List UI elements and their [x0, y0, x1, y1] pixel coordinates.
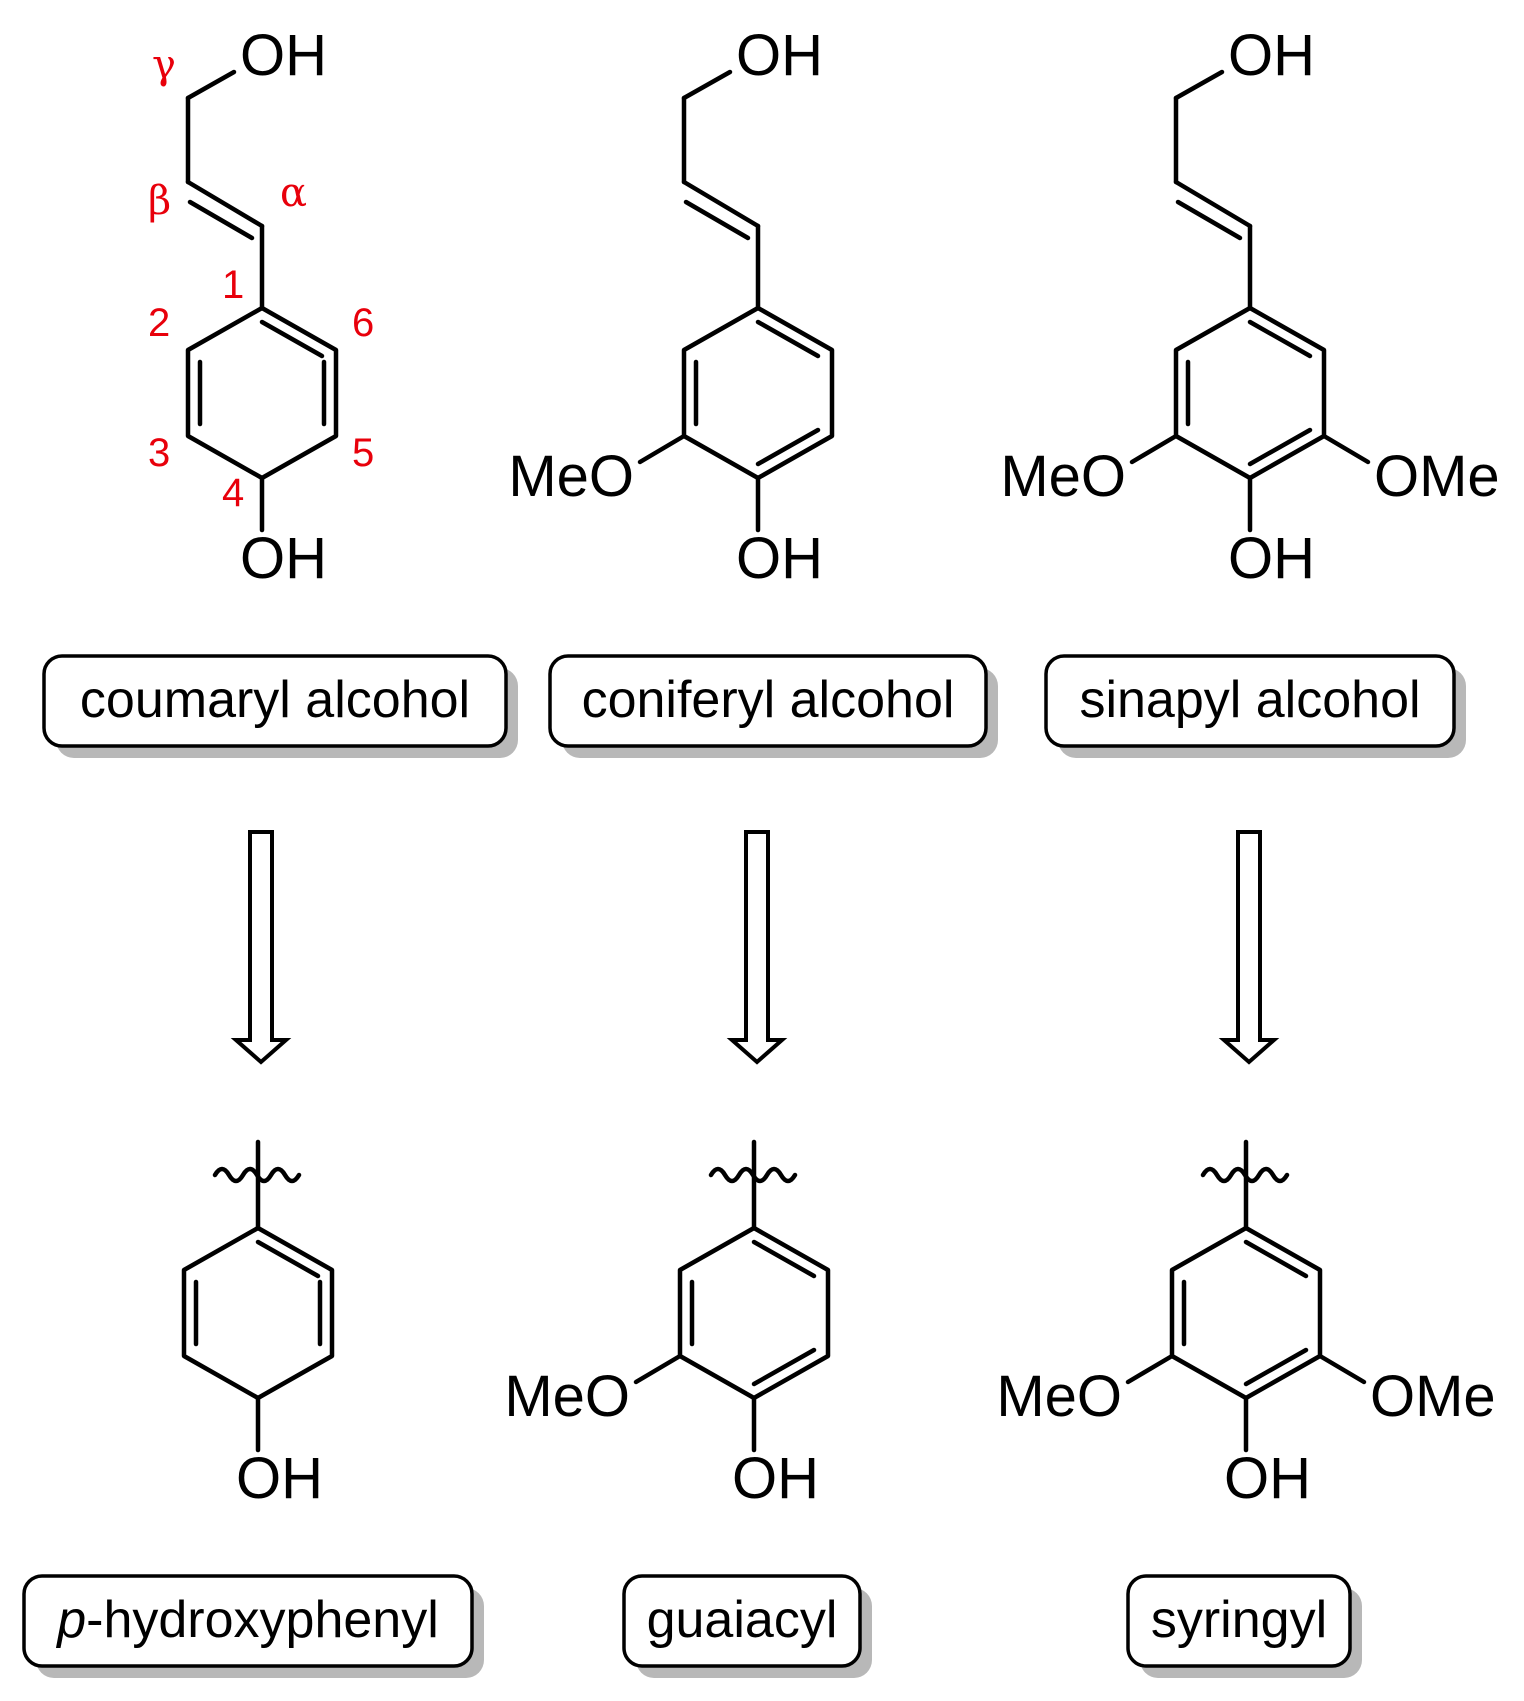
methoxy-label: MeO	[504, 1364, 630, 1429]
gamma-hydroxyl-label: OH	[1228, 23, 1315, 88]
gamma-hydroxyl-label: OH	[736, 23, 823, 88]
para-hydroxyl-label: OH	[236, 1446, 323, 1511]
conversion-arrow-2	[726, 830, 788, 1065]
c1-locant: 1	[222, 263, 244, 307]
guaiacyl-name: guaiacyl	[647, 1591, 838, 1649]
carbon-numbering: γ β α 1 2 3 4 5 6	[148, 42, 374, 515]
syringyl-structure: OH MeO OMe	[996, 1139, 1496, 1511]
methoxy-label: MeO	[508, 444, 634, 509]
gamma-hydroxyl-label: OH	[240, 23, 327, 88]
methoxy-label-right: OMe	[1370, 1364, 1496, 1429]
guaiacyl-structure: OH MeO	[504, 1139, 831, 1511]
methoxy-label-left: MeO	[996, 1364, 1122, 1429]
c5-locant: 5	[352, 431, 374, 475]
syringyl-name: syringyl	[1151, 1591, 1327, 1649]
p-hydroxyphenyl-structure: OH	[181, 1139, 335, 1511]
coniferyl-alcohol-name: coniferyl alcohol	[582, 671, 955, 729]
sinapyl-alcohol-name: sinapyl alcohol	[1079, 671, 1420, 729]
para-hydroxyl-label: OH	[732, 1446, 819, 1511]
para-hydroxyl-label: OH	[1224, 1446, 1311, 1511]
para-hydroxyl-label: OH	[1228, 526, 1315, 591]
conversion-arrow-3	[1218, 830, 1280, 1065]
coumaryl-alcohol-name: coumaryl alcohol	[80, 671, 470, 729]
c4-locant: 4	[222, 471, 244, 515]
c3-locant: 3	[148, 431, 170, 475]
p-hydroxyphenyl-name-box: p-hydroxyphenyl	[22, 1574, 484, 1678]
coumaryl-alcohol-structure: OH OH	[185, 23, 339, 591]
c6-locant: 6	[352, 301, 374, 345]
gamma-locant: γ	[152, 42, 176, 88]
c2-locant: 2	[148, 301, 170, 345]
sinapyl-alcohol-structure: OH OH MeO OMe	[1000, 23, 1499, 591]
syringyl-name-box: syringyl	[1126, 1574, 1362, 1678]
methoxy-label-right: OMe	[1374, 444, 1500, 509]
para-hydroxyl-label: OH	[240, 526, 327, 591]
coniferyl-alcohol-structure: OH OH MeO	[508, 23, 835, 591]
methoxy-label-left: MeO	[1000, 444, 1126, 509]
conversion-arrow-1	[230, 830, 292, 1065]
para-hydroxyl-label: OH	[736, 526, 823, 591]
p-hydroxyphenyl-name: p-hydroxyphenyl	[55, 1591, 439, 1649]
coumaryl-alcohol-name-box: coumaryl alcohol	[42, 654, 518, 758]
alpha-locant: α	[280, 170, 307, 216]
guaiacyl-name-box: guaiacyl	[622, 1574, 872, 1678]
beta-locant: β	[148, 178, 171, 224]
coniferyl-alcohol-name-box: coniferyl alcohol	[548, 654, 998, 758]
sinapyl-alcohol-name-box: sinapyl alcohol	[1044, 654, 1466, 758]
